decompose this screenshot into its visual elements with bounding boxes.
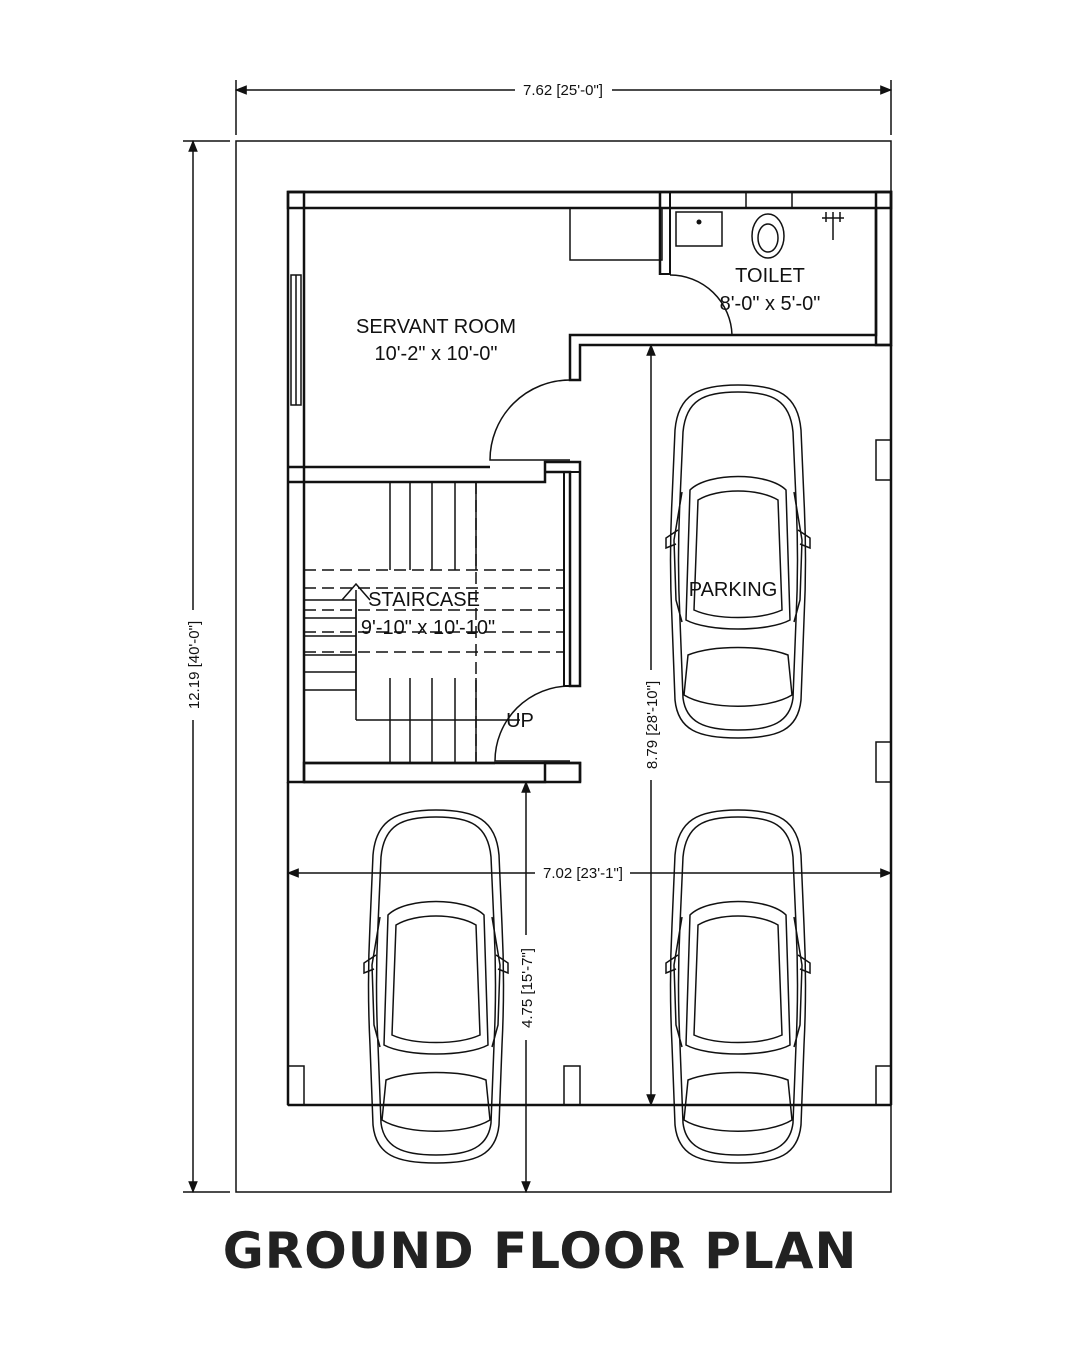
toilet-name: TOILET [735, 265, 805, 287]
right-wall-upper [874, 190, 893, 347]
inner-width-label: 7.02 [23'-1"] [543, 865, 623, 882]
car-icon [363, 809, 509, 1164]
door-swing-icon [489, 379, 571, 461]
car-icon [665, 384, 811, 739]
toilet-size: 8'-0" x 5'-0" [720, 293, 821, 315]
stair-arrow-icon [341, 582, 371, 700]
page-title: GROUND FLOOR PLAN [222, 1222, 858, 1280]
servant-room-name: SERVANT ROOM [356, 316, 516, 338]
parking-depth-label: 8.79 [28'-10"] [644, 681, 661, 769]
parking-label: PARKING [689, 579, 778, 601]
staircase-name: STAIRCASE [368, 589, 480, 611]
car-icon [665, 809, 811, 1164]
column [875, 1065, 892, 1106]
staircase-treads [304, 482, 564, 763]
column [563, 1065, 581, 1106]
staircase-bottom-wall [302, 761, 582, 784]
door-swing-icon [494, 685, 571, 762]
shower-icon [675, 211, 723, 247]
toilet-partition [659, 191, 671, 275]
counter [569, 207, 663, 261]
column [875, 439, 892, 481]
column [875, 741, 892, 783]
column [287, 1065, 305, 1106]
exterior-wall-top [286, 190, 893, 210]
faucet-icon [822, 212, 844, 240]
overall-depth-label: 12.19 [40'-0"] [186, 621, 203, 709]
stair-up-label: UP [506, 710, 534, 732]
left-wall-upper [286, 190, 306, 784]
door-swing-icon [669, 274, 733, 336]
staircase-size: 9'-10" x 10'-10" [361, 617, 495, 639]
toilet-icon [745, 191, 793, 259]
front-parking-depth-label: 4.75 [15'-7"] [519, 948, 536, 1028]
overall-width-label: 7.62 [25'-0"] [523, 82, 603, 99]
servant-room-size: 10'-2" x 10'-0" [374, 343, 497, 365]
staircase-side-wall [563, 471, 581, 687]
